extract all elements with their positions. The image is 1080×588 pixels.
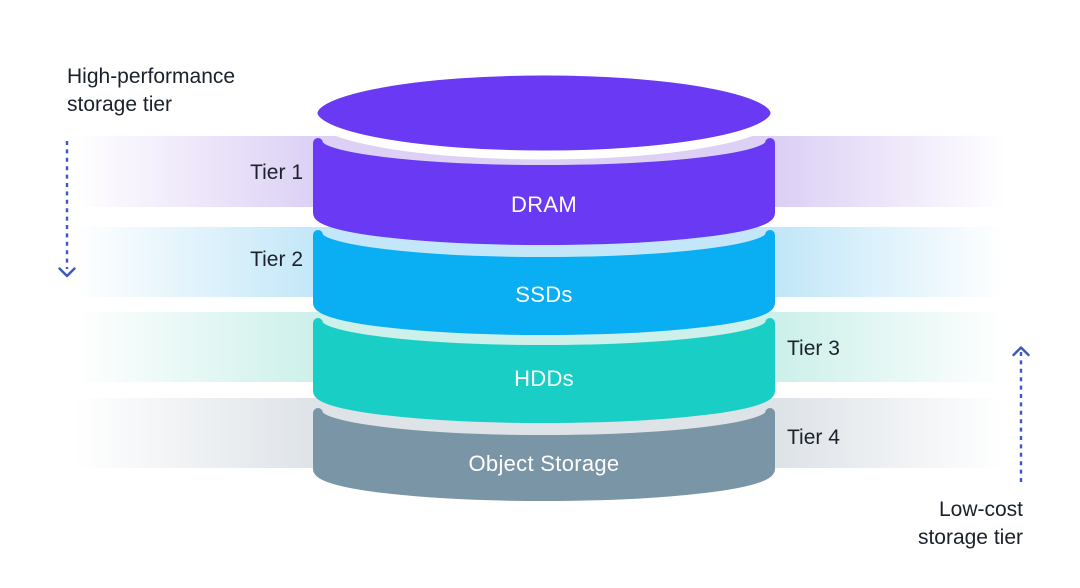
ssd-band bbox=[313, 230, 775, 335]
high-performance-caption: High-performance storage tier bbox=[67, 65, 236, 116]
ssd-label: SSDs bbox=[515, 282, 573, 307]
hdd-label: HDDs bbox=[514, 366, 574, 391]
dram-label: DRAM bbox=[511, 192, 577, 217]
up-arrow bbox=[1012, 346, 1030, 486]
hdd-band bbox=[313, 318, 775, 423]
low-cost-caption: Low-cost storage tier bbox=[917, 498, 1023, 549]
tier3-label: Tier 3 bbox=[787, 337, 840, 360]
down-arrow bbox=[58, 141, 76, 278]
object-storage-label: Object Storage bbox=[468, 451, 620, 476]
dram-band bbox=[313, 138, 775, 245]
tier1-label: Tier 1 bbox=[250, 161, 303, 184]
tier4-label: Tier 4 bbox=[787, 426, 840, 449]
object-storage-band bbox=[313, 408, 775, 501]
cylinder-top-ellipse bbox=[308, 66, 780, 160]
tier2-label: Tier 2 bbox=[250, 248, 303, 271]
